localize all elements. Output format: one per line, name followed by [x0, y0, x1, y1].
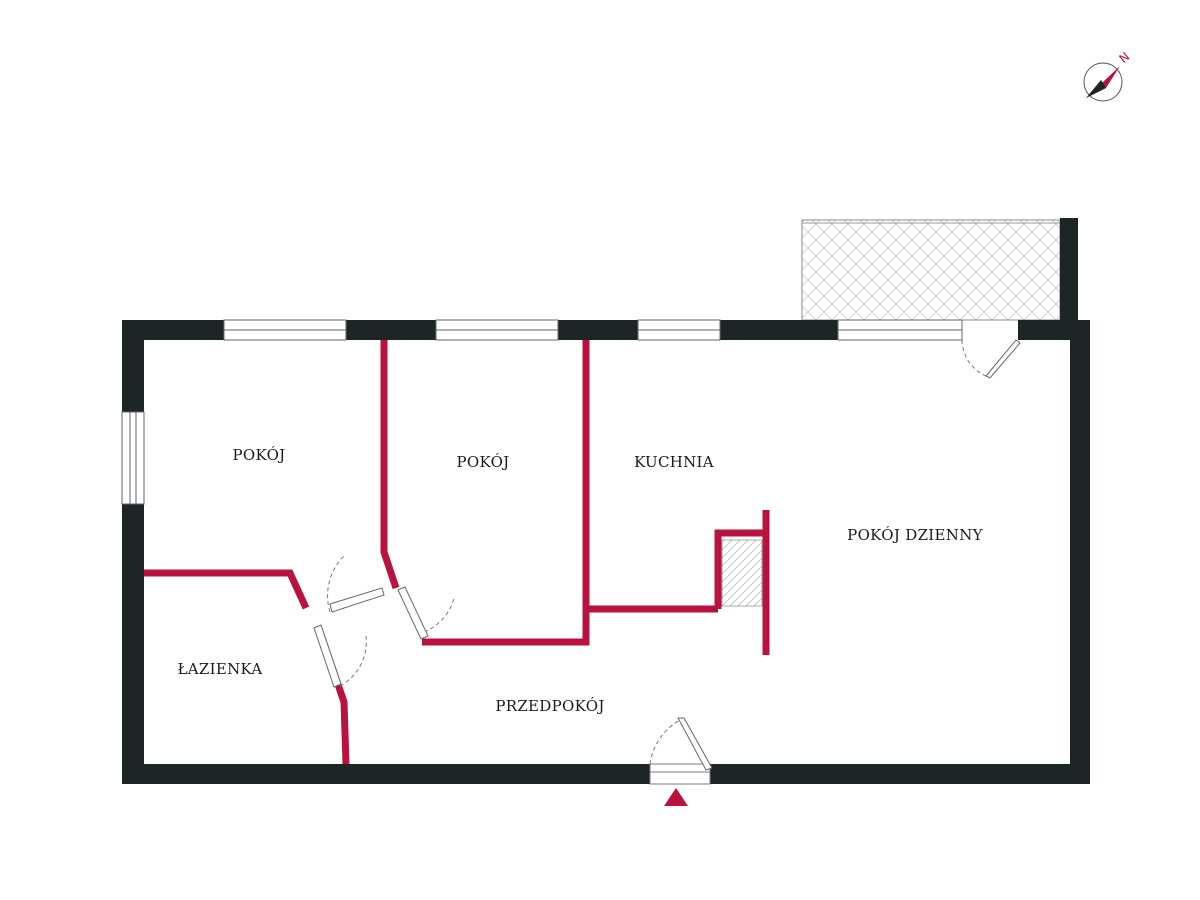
entrance-arrow-icon	[664, 788, 688, 806]
doors	[313, 339, 1021, 785]
windows	[121, 319, 963, 505]
door-room-1	[327, 555, 385, 613]
window-left	[121, 411, 145, 505]
compass-icon: N	[1083, 49, 1132, 102]
room-label-pokoj-dzienny: POKÓJ DZIENNY	[847, 526, 983, 544]
door-entrance	[649, 717, 713, 785]
door-balcony	[961, 339, 1021, 379]
compass-north-label: N	[1116, 49, 1132, 65]
door-room-2	[397, 586, 455, 640]
window-top-3	[637, 319, 721, 341]
outer-walls	[122, 320, 1090, 784]
window-top-2	[435, 319, 559, 341]
room-label-pokoj-1: POKÓJ	[232, 446, 285, 464]
window-balcony	[837, 319, 963, 341]
balcony	[801, 218, 1078, 321]
window-top-1	[223, 319, 347, 341]
balcony-wall	[1060, 218, 1078, 320]
door-bathroom	[313, 624, 367, 688]
room-label-pokoj-2: POKÓJ	[456, 453, 509, 471]
inner-walls	[144, 340, 770, 765]
room-label-kuchnia: KUCHNIA	[634, 453, 714, 471]
ventilation-shaft	[721, 539, 763, 607]
room-label-przedpokoj: PRZEDPOKÓJ	[495, 697, 604, 715]
room-label-lazienka: ŁAZIENKA	[177, 660, 262, 678]
